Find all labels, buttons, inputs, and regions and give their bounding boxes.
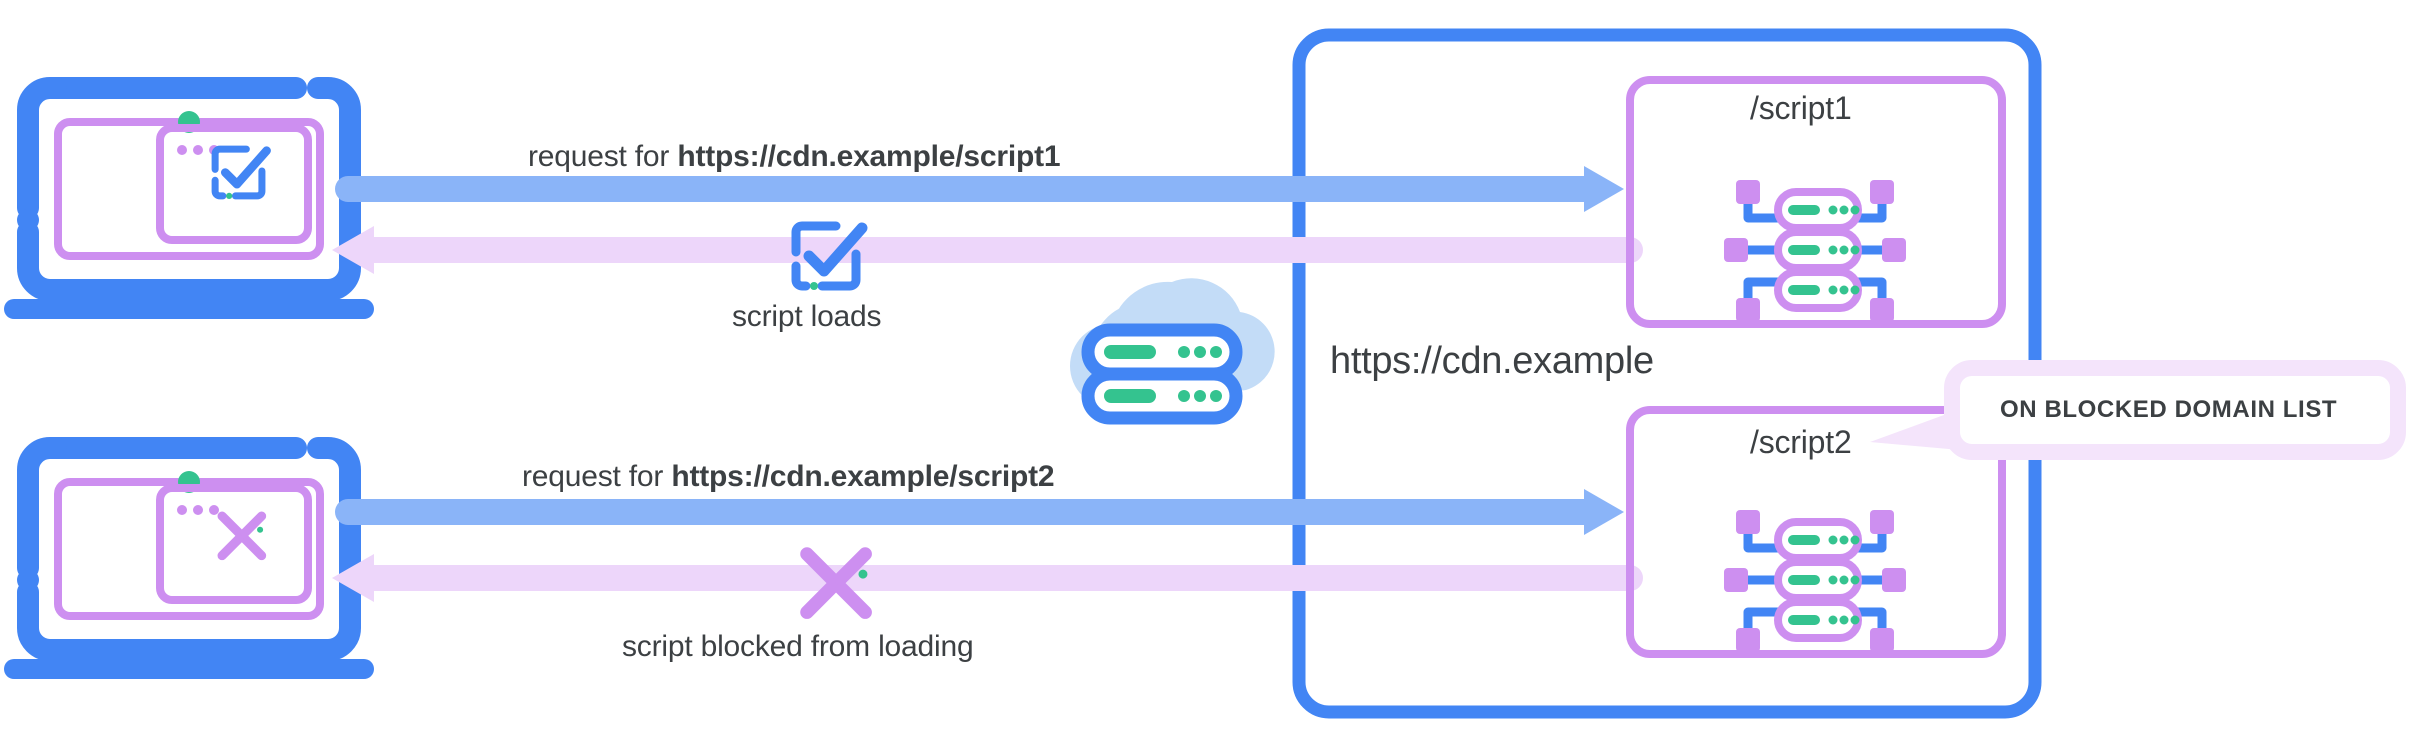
device-blocked — [14, 448, 364, 669]
cloud-server-icon — [1070, 278, 1275, 425]
response-arrow-blocked — [332, 554, 1643, 602]
response-arrow-allowed — [332, 226, 1643, 274]
status-label-script-loads: script loads — [732, 300, 882, 333]
device-allowed — [14, 88, 364, 309]
script-loads-icon — [796, 226, 862, 290]
status-label-script-blocked: script blocked from loading — [622, 630, 974, 663]
request-arrow-blocked — [335, 489, 1624, 535]
request-label-script1: request for https://cdn.example/script1 — [528, 140, 1061, 173]
request-arrow-allowed — [335, 166, 1624, 212]
resource-label-script1: /script1 — [1750, 90, 1852, 126]
callout-text: ON BLOCKED DOMAIN LIST — [2000, 396, 2338, 423]
cdn-domain-label: https://cdn.example — [1330, 340, 1654, 382]
request-label-script2: request for https://cdn.example/script2 — [522, 460, 1055, 493]
resource-label-script2: /script2 — [1750, 424, 1852, 460]
resource-card-script2 — [1626, 406, 2006, 658]
blocked-domain-callout[interactable] — [1870, 360, 2406, 460]
resource-card-script1 — [1626, 76, 2006, 328]
